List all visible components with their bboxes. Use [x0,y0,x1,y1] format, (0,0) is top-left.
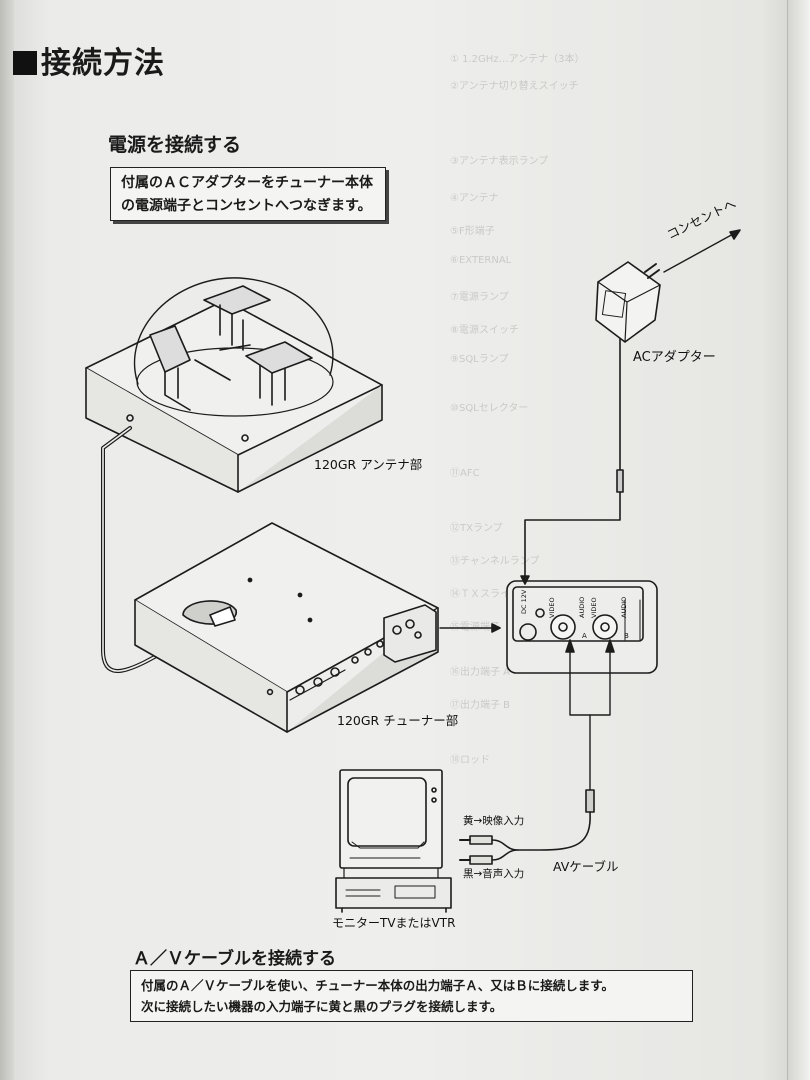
panel-video-a-label: VIDEO [548,597,556,618]
bleed-line: ④アンテナ [450,193,499,204]
av-instruction-box: 付属のＡ／Ｖケーブルを使い、チューナー本体の出力端子Ａ、又はＢに接続します。 次… [130,970,693,1022]
title-square-icon [13,51,37,75]
ac-adapter-label: ACアダプター [633,350,716,365]
next-page-edge [787,0,810,1080]
power-text-line: 付属のＡＣアダプターをチューナー本体 [121,175,373,191]
bleed-line: ⑰出力端子 B [450,700,511,711]
bleed-line: ⑱ロッド [450,755,490,766]
ac-adapter [595,261,661,343]
bleed-line: ⑤F形端子 [450,226,495,237]
av-text-line: 付属のＡ／Ｖケーブルを使い、チューナー本体の出力端子Ａ、又はＢに接続します。 [141,978,615,993]
page-title: 接続方法 [13,38,165,82]
bleed-line: ⑥EXTERNAL [450,255,512,266]
tuner-unit [134,522,439,733]
av-heading: Ａ／Ｖケーブルを接続する [133,949,336,969]
black-audio-label: 黒→音声入力 [463,868,525,880]
av-text-line: 次に接続したい機器の入力端子に黄と黒のプラグを接続します。 [141,999,503,1014]
rear-panel [506,580,658,674]
bleed-line: ⑫TXランプ [450,523,503,534]
monitor-label: モニターTVまたはVTR [332,916,456,930]
bleed-line: ⑩SQLセレクター [450,403,529,414]
bleed-line: ⑯出力端子 A [450,667,511,678]
bleed-line: ②アンテナ切り替えスイッチ [450,81,579,92]
power-heading: 電源を接続する [108,134,242,156]
power-text-line: の電源端子とコンセントへつなぎます。 [121,198,372,214]
power-instruction-box: 付属のＡＣアダプターをチューナー本体 の電源端子とコンセントへつなぎます。 [110,167,386,221]
antenna-label: 120GR アンテナ部 [314,457,423,472]
antenna-unit [85,277,383,493]
bleed-line: ⑧電源スイッチ [450,325,519,336]
page-title-text: 接続方法 [41,46,165,81]
bleed-line: ⑬チャンネルランプ [450,556,540,567]
page-binding-edge [0,0,14,1080]
bleed-line: ③アンテナ表示ランプ [450,156,549,167]
panel-audio-a-label: AUDIO [578,596,586,618]
av-cable-label: AVケーブル [553,859,619,874]
monitor-tv [335,769,452,913]
panel-b-label: B [624,632,629,640]
bleed-line: ⑪AFC [450,468,480,479]
yellow-video-label: 黄→映像入力 [463,815,525,827]
panel-a-label: A [582,632,587,640]
panel-video-b-label: VIDEO [590,597,598,618]
panel-audio-b-label: AUDIO [620,596,628,618]
tuner-label: 120GR チューナー部 [337,713,459,728]
bleed-line: ① 1.2GHz…アンテナ（3本） [450,54,585,65]
bleed-line: ⑭ＴＸスライドスイッチ [450,589,560,600]
bleed-line: ⑨SQLランプ [450,354,509,365]
panel-dc-label: DC 12V [520,589,528,614]
bleed-line: ⑦電源ランプ [450,292,509,303]
